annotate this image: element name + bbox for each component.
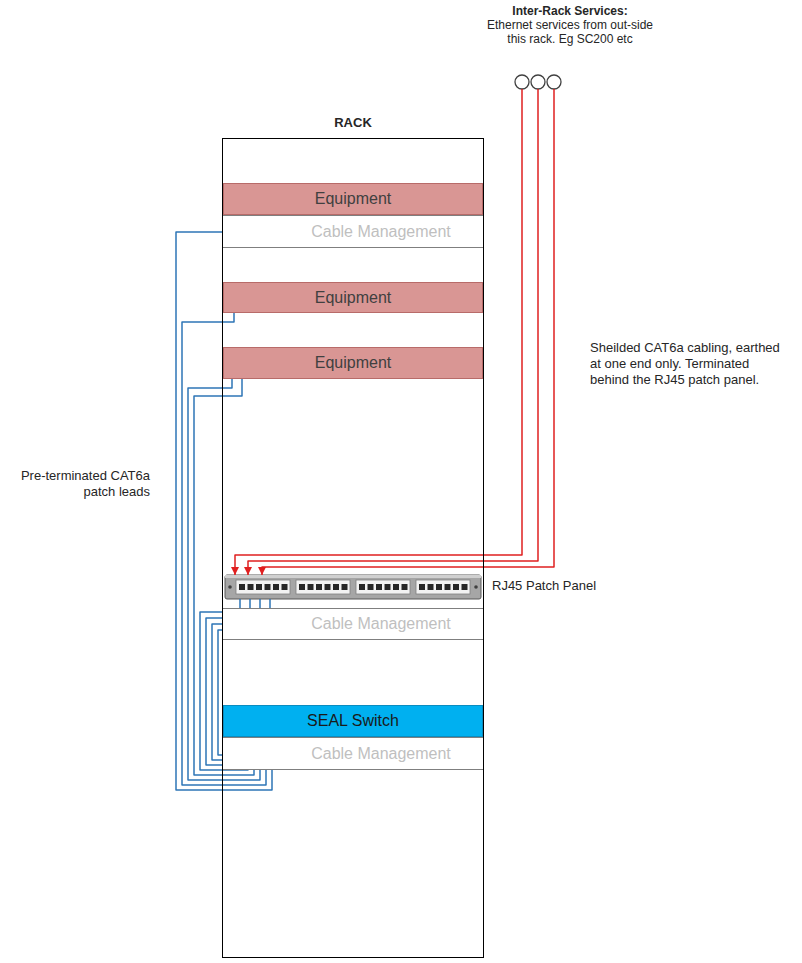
- patch-lead: [188, 379, 260, 780]
- port-block: [416, 580, 470, 594]
- socket-circle: [515, 75, 529, 89]
- shielded-cable: [248, 89, 538, 575]
- shielded-cable: [262, 89, 554, 575]
- rj45-port: [419, 584, 425, 590]
- panel-highlight: [225, 575, 481, 578]
- panel-body: [225, 575, 481, 599]
- rj45-port: [385, 584, 391, 590]
- rj45-port: [248, 584, 254, 590]
- equipment-box: Equipment: [223, 282, 483, 313]
- equipment-box: Equipment: [223, 347, 483, 379]
- port-block: [296, 580, 350, 594]
- cable-management: Cable Management: [223, 608, 483, 640]
- rj45-port: [462, 584, 468, 590]
- rj45-port: [265, 584, 271, 590]
- rj45-port: [359, 584, 365, 590]
- rj45-port: [273, 584, 279, 590]
- patch-panel-illustration: [225, 575, 481, 599]
- rj45-port: [436, 584, 442, 590]
- node-label: Cable Management: [311, 615, 451, 633]
- port-block: [356, 580, 410, 594]
- port-group: [356, 580, 410, 594]
- port-group: [416, 580, 470, 594]
- cabling-note: Sheilded CAT6a cabling, earthed at one e…: [590, 340, 790, 388]
- node-label: Cable Management: [311, 223, 451, 241]
- patch-lead: [176, 215, 272, 790]
- shielded-cable: [235, 89, 522, 575]
- patch-lead: [182, 313, 266, 785]
- node-label: Cable Management: [311, 745, 451, 763]
- node-label: Equipment: [315, 354, 392, 372]
- socket-circle: [547, 75, 561, 89]
- rj45-port: [239, 584, 245, 590]
- patch-lead: [218, 599, 270, 755]
- panel-screw: [228, 585, 232, 589]
- rj45-port: [453, 584, 459, 590]
- node-label: Equipment: [315, 289, 392, 307]
- patch-lead-note: Pre-terminated CAT6a patch leads: [20, 468, 150, 500]
- patch-lead: [194, 379, 254, 775]
- cable-management: Cable Management: [223, 737, 483, 770]
- switch-box: SEAL Switch: [223, 705, 483, 737]
- service-sockets: [515, 75, 561, 89]
- socket-circle: [531, 75, 545, 89]
- cable-management: Cable Management: [223, 215, 483, 248]
- node-label: Equipment: [315, 190, 392, 208]
- rj45-port: [376, 584, 382, 590]
- rj45-port: [428, 584, 434, 590]
- service-group: Inter-Rack Services:Ethernet services fr…: [482, 4, 658, 89]
- port-block: [236, 580, 290, 594]
- rj45-port: [402, 584, 408, 590]
- node-label: RACK: [223, 115, 483, 131]
- rj45-port: [282, 584, 288, 590]
- rj45-port: [368, 584, 374, 590]
- rj45-port: [308, 584, 314, 590]
- rj45-port: [445, 584, 451, 590]
- rj45-port: [342, 584, 348, 590]
- patch-panel: RJ45 Patch Panel: [226, 575, 480, 599]
- port-group: [236, 580, 290, 594]
- rj45-port: [299, 584, 305, 590]
- node-label: SEAL Switch: [307, 712, 399, 730]
- panel-screw: [474, 585, 478, 589]
- port-group: [296, 580, 350, 594]
- node-description: Ethernet services from out-side this rac…: [482, 18, 658, 46]
- rj45-port: [333, 584, 339, 590]
- rj45-port: [393, 584, 399, 590]
- rj45-port: [316, 584, 322, 590]
- equipment-box: Equipment: [223, 183, 483, 215]
- rack-outline: RACKEquipmentCable ManagementEquipmentEq…: [222, 138, 484, 958]
- rj45-port: [256, 584, 262, 590]
- patch-lead: [212, 599, 260, 760]
- node-label: RJ45 Patch Panel: [492, 578, 596, 594]
- node-label: Inter-Rack Services:: [482, 4, 658, 18]
- rj45-port: [325, 584, 331, 590]
